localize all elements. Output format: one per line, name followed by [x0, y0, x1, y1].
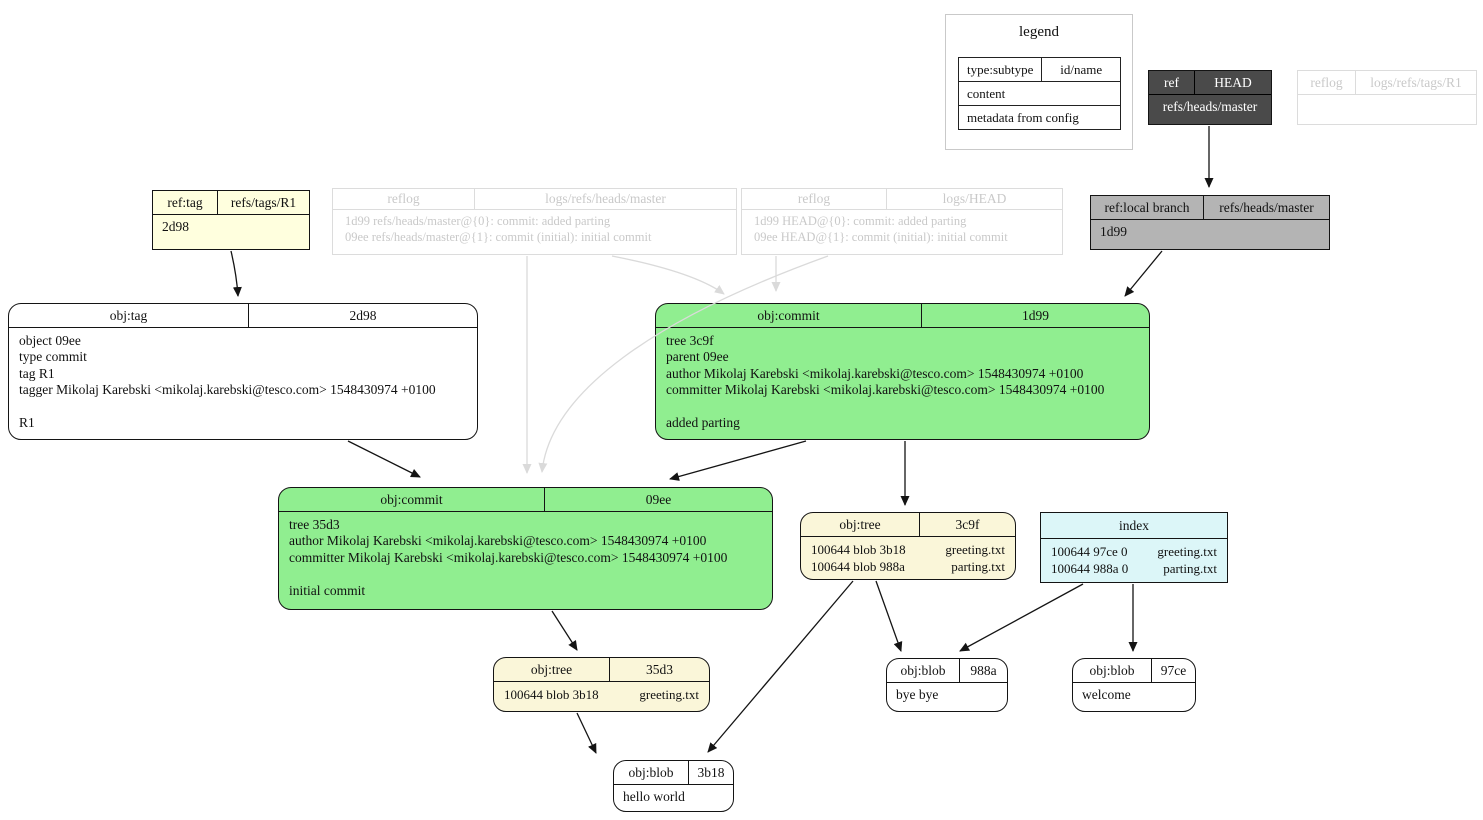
edge-tree-35d3-to-blob-3b18 [576, 712, 597, 754]
legend-table: type:subtype id/name content metadata fr… [958, 57, 1121, 130]
commit-09ee-type-label: obj:commit [380, 492, 443, 507]
blob-988a-id-label: 988a [959, 659, 1007, 682]
node-reflog-head: reflog logs/HEAD 1d99 HEAD@{0}: commit: … [741, 188, 1063, 255]
head-type-label: ref [1164, 75, 1179, 90]
node-ref-head: ref HEAD refs/heads/master [1148, 70, 1272, 125]
node-tree-3c9f: obj:tree 3c9f 100644 blob 3b18 greeting.… [800, 512, 1016, 580]
edge-tree-3c9f-to-blob-988a [875, 580, 903, 652]
node-blob-988a: obj:blob 988a bye bye [886, 658, 1008, 712]
edge-commit-1d99-to-commit-09ee [669, 440, 807, 481]
legend-row-meta: metadata from config [959, 105, 1120, 129]
tree-35d3-type-label: obj:tree [530, 662, 573, 677]
ref-local-name-label: refs/heads/master [1203, 196, 1329, 219]
obj-tag-id-label: 2d98 [248, 304, 477, 327]
edge-local-branch-to-commit-1d99 [1124, 250, 1163, 297]
legend-title: legend [1019, 24, 1059, 40]
tree-entry-mode: 100644 blob 3b18 [811, 542, 906, 557]
node-index: index 100644 97ce 0 greeting.txt 100644 … [1040, 512, 1228, 583]
head-value: refs/heads/master [1162, 99, 1258, 114]
ref-tag-value: 2d98 [162, 219, 189, 234]
commit-09ee-id-label: 09ee [544, 488, 772, 511]
tree-entry-file: greeting.txt [639, 687, 699, 702]
blob-3b18-type-label: obj:blob [628, 765, 674, 780]
node-ref-tag: ref:tag refs/tags/R1 2d98 [152, 190, 310, 250]
node-reflog-tags-r1: reflog logs/refs/tags/R1 [1297, 70, 1477, 125]
legend-cell-type: type:subtype [967, 62, 1034, 77]
commit-1d99-type-label: obj:commit [757, 308, 820, 323]
commit-09ee-body: tree 35d3 author Mikolaj Karebski <mikol… [289, 517, 728, 598]
node-blob-97ce: obj:blob 97ce welcome [1072, 658, 1196, 712]
tree-entry: 100644 blob 3b18 greeting.txt [504, 686, 699, 703]
tree-entry-file: greeting.txt [945, 542, 1005, 557]
commit-1d99-id-label: 1d99 [921, 304, 1149, 327]
tree-entry: 100644 blob 988a parting.txt [811, 558, 1005, 575]
reflog-master-name-label: logs/refs/heads/master [474, 189, 736, 209]
index-title: index [1041, 513, 1227, 539]
reflog-r1-body [1298, 95, 1476, 102]
tree-entry: 100644 blob 3b18 greeting.txt [811, 541, 1005, 558]
reflog-master-body: 1d99 refs/heads/master@{0}: commit: adde… [345, 214, 652, 244]
reflog-head-name-label: logs/HEAD [886, 189, 1062, 209]
index-entry-file: greeting.txt [1157, 544, 1217, 559]
edge-index-to-blob-988a [959, 583, 1084, 652]
tree-entry-mode: 100644 blob 988a [811, 559, 905, 574]
tree-entry-mode: 100644 blob 3b18 [504, 687, 599, 702]
reflog-r1-type-label: reflog [1310, 75, 1343, 90]
legend-row-header: type:subtype id/name [959, 58, 1120, 81]
node-blob-3b18: obj:blob 3b18 hello world [613, 760, 734, 812]
edge-obj-tag-to-commit-09ee [347, 440, 421, 478]
blob-97ce-id-label: 97ce [1151, 659, 1195, 682]
node-tree-35d3: obj:tree 35d3 100644 blob 3b18 greeting.… [493, 657, 710, 712]
reflog-head-body: 1d99 HEAD@{0}: commit: added parting 09e… [754, 214, 1008, 244]
reflog-r1-name-label: logs/refs/tags/R1 [1355, 71, 1476, 94]
legend: legend type:subtype id/name content meta… [945, 14, 1133, 150]
edge-commit-09ee-to-tree-35d3 [551, 610, 578, 651]
ref-tag-type-label: ref:tag [167, 195, 203, 210]
index-entry-file: parting.txt [1163, 561, 1217, 576]
blob-988a-type-label: obj:blob [900, 663, 946, 678]
obj-tag-body: object 09ee type commit tag R1 tagger Mi… [19, 333, 436, 431]
node-reflog-master: reflog logs/refs/heads/master 1d99 refs/… [332, 188, 737, 255]
blob-988a-content: bye bye [896, 687, 939, 702]
node-ref-local-branch: ref:local branch refs/heads/master 1d99 [1090, 195, 1330, 250]
commit-1d99-body: tree 3c9f parent 09ee author Mikolaj Kar… [666, 333, 1105, 431]
ref-tag-name-label: refs/tags/R1 [217, 191, 309, 214]
index-entry-mode: 100644 97ce 0 [1051, 544, 1128, 559]
reflog-head-type-label: reflog [797, 191, 831, 206]
tree-entry-file: parting.txt [951, 559, 1005, 574]
tree-35d3-id-label: 35d3 [609, 658, 709, 681]
tree-3c9f-type-label: obj:tree [839, 517, 881, 532]
node-obj-tag-2d98: obj:tag 2d98 object 09ee type commit tag… [8, 303, 478, 440]
legend-row-content: content [959, 81, 1120, 105]
blob-97ce-content: welcome [1082, 687, 1131, 702]
node-commit-09ee: obj:commit 09ee tree 35d3 author Mikolaj… [278, 487, 773, 610]
blob-3b18-id-label: 3b18 [688, 761, 733, 784]
blob-97ce-type-label: obj:blob [1089, 663, 1135, 678]
tree-3c9f-id-label: 3c9f [919, 513, 1015, 536]
legend-cell-id: id/name [1041, 58, 1120, 81]
head-name-label: HEAD [1194, 71, 1271, 94]
edge-reflog-master-to-commit-1d99 [611, 255, 725, 295]
edge-ref-tag-to-obj-tag [230, 250, 242, 297]
reflog-master-type-label: reflog [387, 191, 420, 206]
ref-local-type-label: ref:local branch [1104, 200, 1190, 215]
node-commit-1d99: obj:commit 1d99 tree 3c9f parent 09ee au… [655, 303, 1150, 440]
index-entry-mode: 100644 988a 0 [1051, 561, 1129, 576]
ref-local-value: 1d99 [1100, 224, 1127, 239]
index-entry: 100644 988a 0 parting.txt [1051, 560, 1217, 577]
obj-tag-type-label: obj:tag [109, 308, 148, 323]
blob-3b18-content: hello world [623, 789, 685, 804]
index-entry: 100644 97ce 0 greeting.txt [1051, 543, 1217, 560]
